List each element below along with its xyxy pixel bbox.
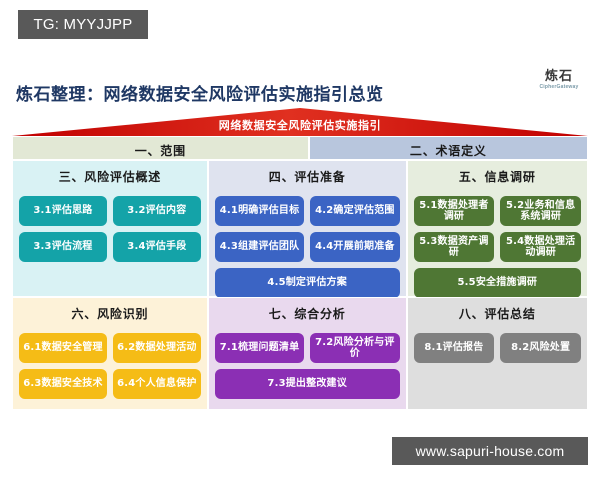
- assessment-guideline-diagram: 网络数据安全风险评估实施指引 一、范围 二、术语定义 三、风险评估概述 3.1评估思…: [12, 108, 588, 410]
- site-url-text: www.sapuri-house.com: [415, 443, 565, 459]
- topic-chip[interactable]: 3.4评估手段: [112, 232, 201, 262]
- topic-chip[interactable]: 4.5制定评估方案: [214, 268, 400, 298]
- brand-logo: 炼石 CipherGateway: [530, 70, 588, 90]
- section-header-analysis: 七、综合分析: [268, 307, 346, 321]
- brand-logo-cn: 炼石: [544, 69, 573, 84]
- section-header-terms: 二、术语定义: [409, 144, 487, 158]
- topic-chip[interactable]: 8.1评估报告: [413, 333, 495, 363]
- topic-chip[interactable]: 3.2评估内容: [112, 196, 201, 226]
- topic-chip[interactable]: 5.2业务和信息系统调研: [500, 196, 581, 226]
- topic-chip[interactable]: 4.4开展前期准备: [310, 232, 400, 262]
- topic-chip[interactable]: 6.3数据安全技术: [19, 369, 107, 399]
- site-url-watermark: www.sapuri-house.com: [392, 437, 588, 465]
- topic-chip[interactable]: 7.3提出整改建议: [214, 369, 400, 399]
- topic-chip[interactable]: 7.1梳理问题清单: [214, 333, 305, 363]
- topic-chip[interactable]: 4.1明确评估目标: [214, 196, 305, 226]
- topic-chip[interactable]: 5.3数据资产调研: [413, 232, 495, 262]
- topic-chip[interactable]: 7.2风险分析与评价: [310, 333, 400, 363]
- topic-chip[interactable]: 4.3组建评估团队: [214, 232, 305, 262]
- topic-chip[interactable]: 3.3评估流程: [19, 232, 107, 262]
- section-column-scope: 一、范围: [12, 136, 309, 160]
- topic-chip[interactable]: 6.4个人信息保护: [112, 369, 201, 399]
- section-header-scope: 一、范围: [134, 144, 186, 158]
- topic-chip[interactable]: 3.1评估思路: [19, 196, 107, 226]
- band-scope-terms: 一、范围 二、术语定义: [12, 136, 588, 160]
- section-column-terms: 二、术语定义: [308, 136, 588, 160]
- diagram-banner: 网络数据安全风险评估实施指引: [12, 108, 588, 136]
- section-header-summary: 八、评估总结: [458, 307, 536, 321]
- section-header-overview: 三、风险评估概述: [58, 170, 162, 184]
- topic-chip[interactable]: 6.2数据处理活动: [112, 333, 201, 363]
- banner-label: 网络数据安全风险评估实施指引: [218, 119, 382, 132]
- page-title: 炼石整理：网络数据安全风险评估实施指引总览: [16, 85, 384, 105]
- topic-chip[interactable]: 5.4数据处理活动调研: [500, 232, 581, 262]
- brand-logo-en: CipherGateway: [539, 84, 579, 90]
- topic-chip[interactable]: 5.1数据处理者调研: [413, 196, 495, 226]
- topic-chip[interactable]: 4.2确定评估范围: [310, 196, 400, 226]
- topic-chip[interactable]: 6.1数据安全管理: [19, 333, 107, 363]
- telegram-watermark-tag: TG: MYYJJPP: [18, 10, 148, 39]
- telegram-watermark-text: TG: MYYJJPP: [33, 16, 133, 33]
- section-header-survey: 五、信息调研: [458, 170, 536, 184]
- topic-chip[interactable]: 5.5安全措施调研: [413, 268, 581, 298]
- section-header-identification: 六、风险识别: [71, 307, 149, 321]
- topic-chip[interactable]: 8.2风险处置: [500, 333, 581, 363]
- section-header-preparation: 四、评估准备: [268, 170, 346, 184]
